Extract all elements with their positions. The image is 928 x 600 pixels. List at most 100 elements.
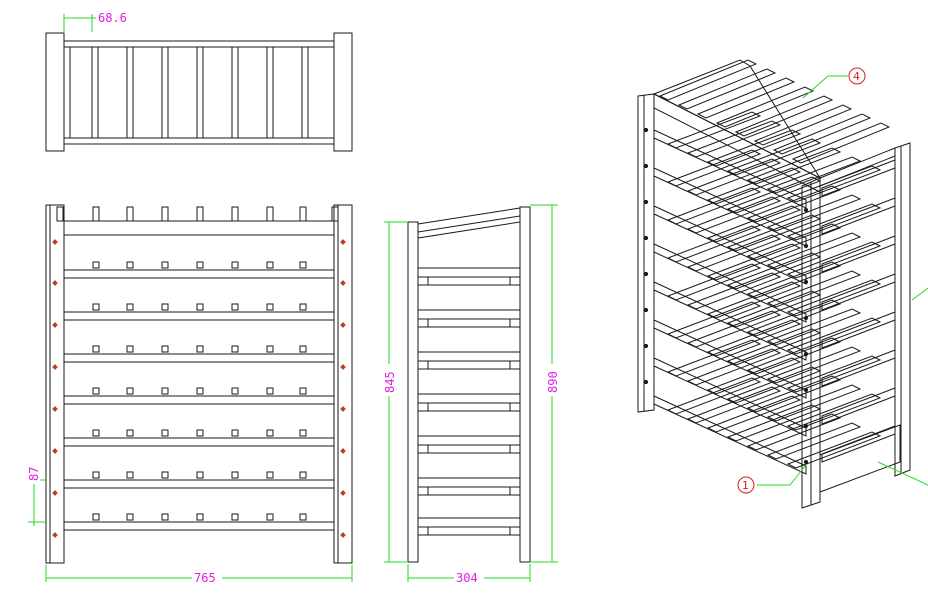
bolt-marker	[340, 322, 346, 328]
front-top-end-9	[331, 206, 339, 222]
front-slat-end	[161, 261, 169, 269]
front-left-post	[45, 204, 65, 564]
front-slat-end	[161, 429, 169, 437]
iso-bolt	[803, 459, 809, 465]
dim-depth: 304	[456, 571, 478, 585]
iso-shelf-slat	[666, 149, 762, 187]
front-top-end-6	[231, 206, 239, 222]
iso-shelf-slat	[686, 348, 782, 386]
iso-bolt	[643, 235, 649, 241]
front-slat-end	[299, 471, 307, 479]
bolt-marker	[52, 406, 58, 412]
dim-overall-width: 765	[194, 571, 216, 585]
top-slat-4	[161, 46, 169, 139]
front-top-end-1	[56, 206, 64, 222]
iso-shelf-slat	[666, 339, 762, 377]
iso-front-top-rail	[819, 147, 896, 187]
bolt-marker	[52, 490, 58, 496]
dim-row-pitch: 87	[27, 467, 41, 481]
iso-shelf-slat	[686, 196, 782, 234]
top-slat-1	[63, 46, 71, 139]
front-slat-end	[196, 429, 204, 437]
top-slat-7	[266, 46, 274, 139]
iso-front-frame	[801, 147, 901, 509]
front-slat-end	[299, 303, 307, 311]
bolt-marker	[340, 280, 346, 286]
iso-shelf-slat	[686, 272, 782, 310]
iso-top-slat	[658, 59, 758, 101]
top-view-slats	[63, 46, 309, 139]
iso-shelf-slat	[786, 431, 882, 469]
front-shelf-2	[63, 311, 335, 321]
front-top-end-3	[126, 206, 134, 222]
iso-bolt	[803, 279, 809, 285]
front-shelves	[63, 261, 335, 531]
top-slat-8	[301, 46, 309, 139]
front-slat-end	[161, 303, 169, 311]
front-slat-end	[126, 513, 134, 521]
iso-shelf-rail	[653, 395, 807, 475]
front-slat-end	[92, 345, 100, 353]
front-slat-end	[299, 345, 307, 353]
front-slat-end	[231, 303, 239, 311]
front-top-end-2	[92, 206, 100, 222]
callout-post: 1	[737, 476, 755, 494]
front-top-rail	[63, 220, 335, 236]
side-view	[407, 206, 531, 563]
iso-shelf-side	[821, 387, 896, 425]
front-slat-end	[92, 387, 100, 395]
front-slat-end	[231, 387, 239, 395]
front-slat-end	[299, 387, 307, 395]
side-shelves	[417, 267, 521, 536]
iso-top-slat	[791, 122, 891, 164]
side-shelf-lip-3	[417, 360, 521, 370]
callout-post-number: 1	[742, 479, 749, 492]
side-shelf-lip-7	[417, 526, 521, 536]
top-view-left-end	[45, 32, 65, 152]
iso-top-slat	[696, 77, 796, 119]
iso-bolt	[803, 423, 809, 429]
bolt-marker	[52, 448, 58, 454]
front-slat-end	[196, 345, 204, 353]
front-top-end-7	[266, 206, 274, 222]
bolt-marker	[52, 364, 58, 370]
side-shelf-lip-2	[417, 318, 521, 328]
iso-bolt	[803, 351, 809, 357]
front-slat-end	[266, 303, 274, 311]
iso-shelf-side	[821, 349, 896, 387]
iso-front-post	[801, 177, 821, 509]
front-top-end-8	[299, 206, 307, 222]
callout-slat: 4	[848, 67, 866, 85]
iso-shelf-side	[821, 425, 896, 463]
iso-shelf-slat	[666, 263, 762, 301]
bolt-marker	[52, 532, 58, 538]
top-slat-5	[196, 46, 204, 139]
dim-overall-height: 890	[546, 371, 560, 393]
bolt-marker	[340, 448, 346, 454]
front-slat-end	[231, 345, 239, 353]
top-slat-2	[91, 46, 99, 139]
front-slat-end	[92, 429, 100, 437]
front-slat-end	[299, 261, 307, 269]
iso-back-right-post	[894, 142, 911, 477]
iso-shelf-slat	[766, 422, 862, 460]
iso-shelf-slat	[666, 377, 762, 415]
top-view-right-end	[333, 32, 353, 152]
front-slat-end	[161, 513, 169, 521]
top-slat-6	[231, 46, 239, 139]
iso-bolt	[803, 387, 809, 393]
top-slat-3	[126, 46, 134, 139]
callout-slat-number: 4	[853, 70, 860, 83]
iso-shelf-slat	[686, 234, 782, 272]
iso-shelf-side	[821, 235, 896, 273]
iso-shelf-slat	[686, 158, 782, 196]
side-back-post	[519, 206, 531, 563]
side-shelf-1	[417, 267, 521, 278]
iso-shelf-rail	[653, 357, 807, 437]
dimension-labels: 68.6 765 304 87 845 890	[26, 10, 560, 585]
front-slat-end	[126, 429, 134, 437]
iso-bolt	[643, 199, 649, 205]
front-top-slat-ends	[56, 206, 339, 222]
side-shelf-7	[417, 517, 521, 528]
top-view	[45, 32, 353, 152]
